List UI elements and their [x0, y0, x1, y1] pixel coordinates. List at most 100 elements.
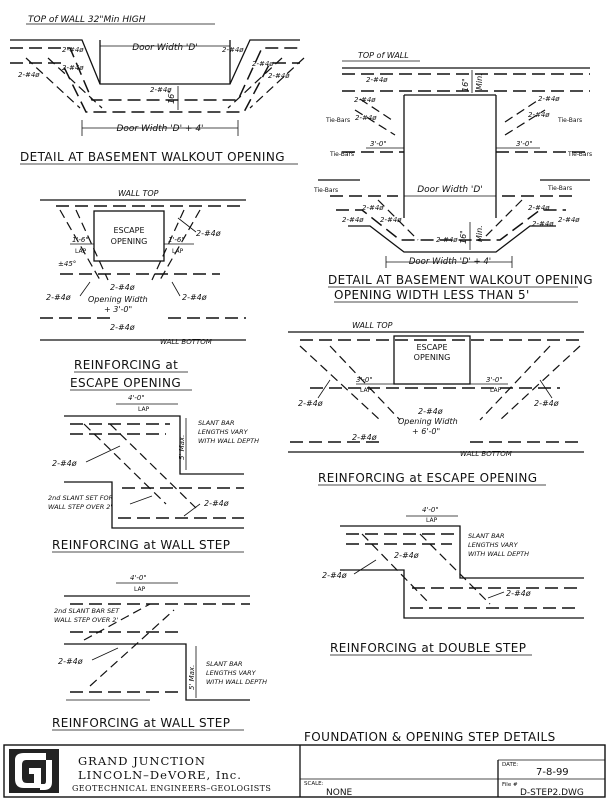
lap-word: LAP: [490, 387, 502, 394]
escape-label: ESCAPE: [113, 226, 144, 235]
bar-label: 2-#4ø: [58, 657, 83, 666]
detail-basement-walkout: TOP of WALL 32"Min HIGH Door Width 'D' 2…: [10, 15, 305, 165]
min-label: Min.: [475, 225, 484, 242]
detail-wall-step-1: 4'-0" LAP 5' Max. SLANT BAR LENGTHS VARY…: [48, 394, 259, 553]
bar-label: 2-#4ø: [252, 60, 274, 68]
detail-title: REINFORCING at DOUBLE STEP: [330, 641, 526, 655]
lap-dim: 3'-0": [486, 376, 503, 384]
detail-escape-opening-large: WALL TOP ESCAPE OPENING 3'-0" LAP 3'-0" …: [288, 321, 584, 486]
door-width-plus-label: Door Width 'D' + 4': [409, 257, 491, 267]
date-value: 7-8-99: [536, 767, 569, 778]
opening-label: OPENING: [111, 237, 148, 246]
lap-dim: 4'-0": [422, 506, 439, 514]
tie-bars-label: Tie-Bars: [547, 185, 572, 192]
min-label: Min.: [475, 73, 484, 90]
wall-top-label: WALL TOP: [352, 321, 393, 330]
company-logo-icon: [9, 749, 59, 793]
depth-dim: 16": [459, 230, 468, 244]
lap-dim: 3'-0": [356, 376, 373, 384]
lap-dim: 1'-6": [72, 236, 89, 244]
lap-word: LAP: [426, 517, 438, 524]
bar-label: 2-#4ø: [394, 551, 419, 560]
bar-label: 2-#4ø: [222, 46, 244, 54]
wall-bottom-label: WALL BOTTOM: [460, 450, 512, 458]
detail-title: DETAIL AT BASEMENT WALKOUT OPENING: [20, 150, 285, 164]
bar-label: 2-#4ø: [506, 589, 531, 598]
bar-label: 2-#4ø: [354, 96, 376, 104]
scale-value: NONE: [326, 788, 353, 798]
depth-dim: 16": [167, 90, 176, 104]
detail-title-line-1: REINFORCING at: [74, 358, 178, 372]
bar-label: 2-#4ø: [342, 216, 364, 224]
detail-title-line-2: OPENING WIDTH LESS THAN 5': [334, 288, 530, 302]
bar-label: 2-#4ø: [62, 46, 84, 54]
width-plus-label: + 6'-0": [412, 427, 440, 436]
detail-title-line-2: ESCAPE OPENING: [70, 376, 181, 390]
bar-label: 2-#4ø: [538, 95, 560, 103]
wall-bottom-label: WALL BOTTOM: [160, 338, 212, 346]
bar-label: 2-#4ø: [366, 76, 388, 84]
detail-double-step: 4'-0" LAP SLANT BAR LENGTHS VARY WITH WA…: [322, 506, 584, 656]
note2-line-2: WALL STEP OVER 2': [48, 503, 112, 511]
bar-label: 2-#4ø: [436, 236, 458, 244]
width-label: Opening Width: [88, 295, 148, 304]
bar-label: 2-#4ø: [532, 220, 554, 228]
note-line-3: WITH WALL DEPTH: [206, 678, 267, 686]
top-of-wall-label: TOP of WALL 32"Min HIGH: [28, 15, 146, 25]
note2-line-1: 2nd SLANT SET FOR: [48, 494, 113, 502]
lap-word: LAP: [172, 248, 184, 255]
lap-dim: 3'-0": [516, 140, 533, 148]
bar-label: 2-#4ø: [18, 71, 40, 79]
bar-label: 2-#4ø: [110, 283, 135, 292]
tie-bars-label: Tie-Bars: [329, 151, 354, 158]
top-of-wall-label: TOP of WALL: [358, 51, 409, 60]
width-plus-label: + 3'-0": [104, 305, 132, 314]
lap-dim: 4'-0": [130, 574, 147, 582]
detail-escape-opening-small: WALL TOP ESCAPE OPENING 1'-6" LAP 1'-6" …: [40, 189, 246, 391]
door-width-label: Door Width 'D': [132, 43, 198, 53]
bar-label: 2-#4ø: [110, 323, 135, 332]
bar-label: 2-#4ø: [196, 229, 221, 238]
bar-label: 2-#4ø: [528, 204, 550, 212]
note-line-1: SLANT BAR: [206, 660, 243, 668]
angle-label: ±45°: [58, 260, 76, 268]
bar-label: 2-#4ø: [352, 433, 377, 442]
bar-label: 2-#4ø: [322, 571, 347, 580]
detail-title: REINFORCING at WALL STEP: [52, 716, 230, 730]
escape-label: ESCAPE: [416, 343, 447, 352]
company-name-line-3: GEOTECHNICAL ENGINEERS–GEOLOGISTS: [72, 784, 271, 793]
file-label: File #: [502, 782, 518, 788]
company-name-line-1: GRAND JUNCTION: [78, 754, 206, 768]
bar-label: 2-#4ø: [62, 64, 84, 72]
bar-label: 2-#4ø: [298, 399, 323, 408]
note-line-3: WITH WALL DEPTH: [468, 550, 529, 558]
opening-label: OPENING: [414, 353, 451, 362]
tie-bars-label: Tie-Bars: [557, 117, 582, 124]
lap-word: LAP: [360, 387, 372, 394]
bar-label: 2-#4ø: [355, 114, 377, 122]
bar-label: 2-#4ø: [52, 459, 77, 468]
tie-bars-label: Tie-Bars: [325, 117, 350, 124]
bar-label: 2-#4ø: [204, 499, 229, 508]
lap-word: LAP: [138, 406, 150, 413]
scale-label: SCALE:: [304, 781, 324, 787]
detail-title-line-1: DETAIL AT BASEMENT WALKOUT OPENING: [328, 273, 593, 287]
detail-wall-step-2: 4'-0" LAP 5' Max. 2nd SLANT BAR SET WALL…: [52, 574, 267, 731]
note2-line-2: WALL STEP OVER 2': [54, 616, 118, 624]
door-width-label: Door Width 'D': [417, 185, 483, 195]
width-label: Opening Width: [398, 417, 458, 426]
bar-label: 2-#4ø: [418, 407, 443, 416]
detail-title: REINFORCING at WALL STEP: [52, 538, 230, 552]
max-depth-dim: 5' Max.: [178, 435, 186, 460]
lap-dim: 3'-0": [370, 140, 387, 148]
detail-walkout-narrow: TOP of WALL 16" Min. 2-#4ø 2-#4ø 2-#4ø 2…: [313, 51, 593, 303]
tie-bars-label: Tie-Bars: [313, 187, 338, 194]
note-line-2: LENGTHS VARY: [206, 669, 257, 677]
depth-dim: 16": [461, 78, 470, 92]
lap-word: LAP: [134, 586, 146, 593]
door-width-plus-label: Door Width 'D' + 4': [116, 124, 203, 134]
note-line-3: WITH WALL DEPTH: [198, 437, 259, 445]
bar-label: 2-#4ø: [528, 111, 550, 119]
file-value: D-STEP2.DWG: [520, 788, 584, 798]
